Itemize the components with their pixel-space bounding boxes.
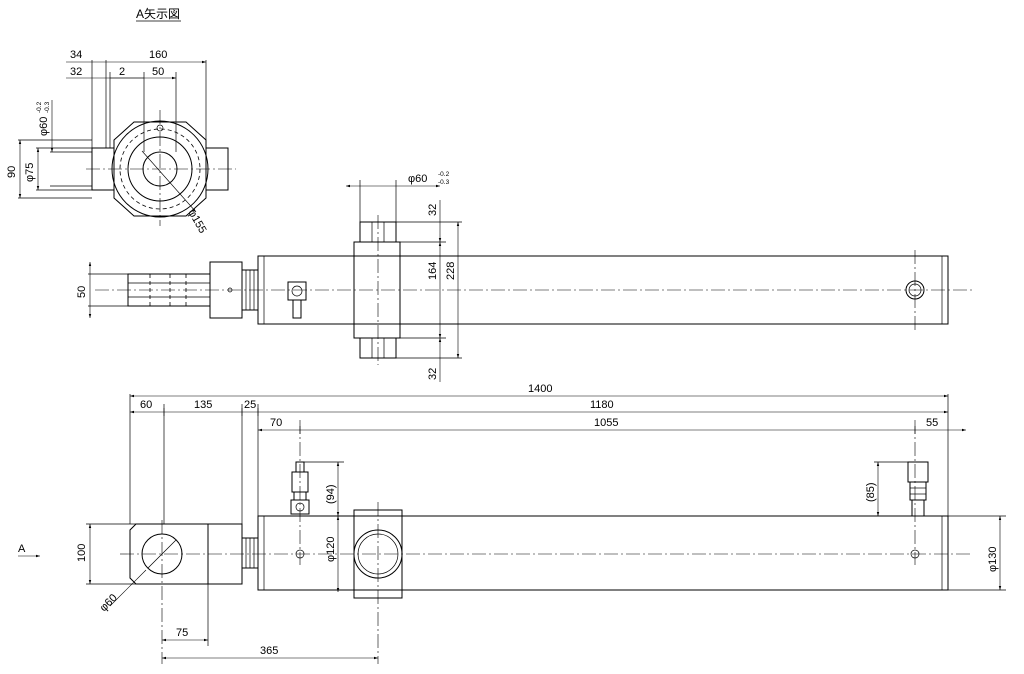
dim-60: 60 xyxy=(140,399,152,411)
dim-d60-side-tol-upper: -0.2 xyxy=(438,171,450,178)
view-title: A矢示図 xyxy=(136,7,180,21)
dim-25: 25 xyxy=(244,399,256,411)
top-view: 34 160 32 2 50 90 φ75 φ60 -0.2 -0.3 φ155 xyxy=(6,49,236,236)
dim-1180: 1180 xyxy=(590,399,614,411)
dim-50: 50 xyxy=(76,286,88,298)
dim-50: 50 xyxy=(152,66,164,78)
dim-94: (94) xyxy=(325,484,337,504)
dim-2: 2 xyxy=(119,66,125,78)
dim-70: 70 xyxy=(270,417,282,429)
dim-d60-tol-lower: -0.3 xyxy=(44,101,51,113)
dim-135: 135 xyxy=(194,399,212,411)
dim-32-top: 32 xyxy=(427,204,439,216)
side-view: 50 φ60 -0.2 -0.3 32 164 228 32 xyxy=(76,171,972,382)
dim-164: 164 xyxy=(427,262,439,280)
dim-d60-side: φ60 xyxy=(408,173,427,185)
dim-1055: 1055 xyxy=(594,417,618,429)
dim-d60-front: φ60 xyxy=(98,592,120,614)
dim-d75: φ75 xyxy=(24,163,36,182)
dim-365: 365 xyxy=(260,645,278,657)
dim-228: 228 xyxy=(445,262,457,280)
dim-32-bottom: 32 xyxy=(427,368,439,380)
dim-d60-tol-upper: -0.2 xyxy=(36,101,43,113)
front-view: A 1400 60 135 25 1180 70 1055 55 (94) φ1… xyxy=(18,383,1006,664)
dim-d60-side-tol-lower: -0.3 xyxy=(438,179,450,186)
dim-d130: φ130 xyxy=(987,547,999,573)
dim-34: 34 xyxy=(70,49,82,61)
arrow-a-label: A xyxy=(18,543,26,555)
dim-d120: φ120 xyxy=(325,537,337,563)
dim-d60: φ60 xyxy=(38,117,50,136)
dim-75: 75 xyxy=(176,627,188,639)
dim-32: 32 xyxy=(70,66,82,78)
dim-100: 100 xyxy=(76,544,88,562)
dim-55: 55 xyxy=(926,417,938,429)
dim-160: 160 xyxy=(149,49,167,61)
dim-1400: 1400 xyxy=(528,383,552,395)
dim-85: (85) xyxy=(865,482,877,502)
dim-d155: φ155 xyxy=(185,208,208,236)
dim-90: 90 xyxy=(6,166,18,178)
